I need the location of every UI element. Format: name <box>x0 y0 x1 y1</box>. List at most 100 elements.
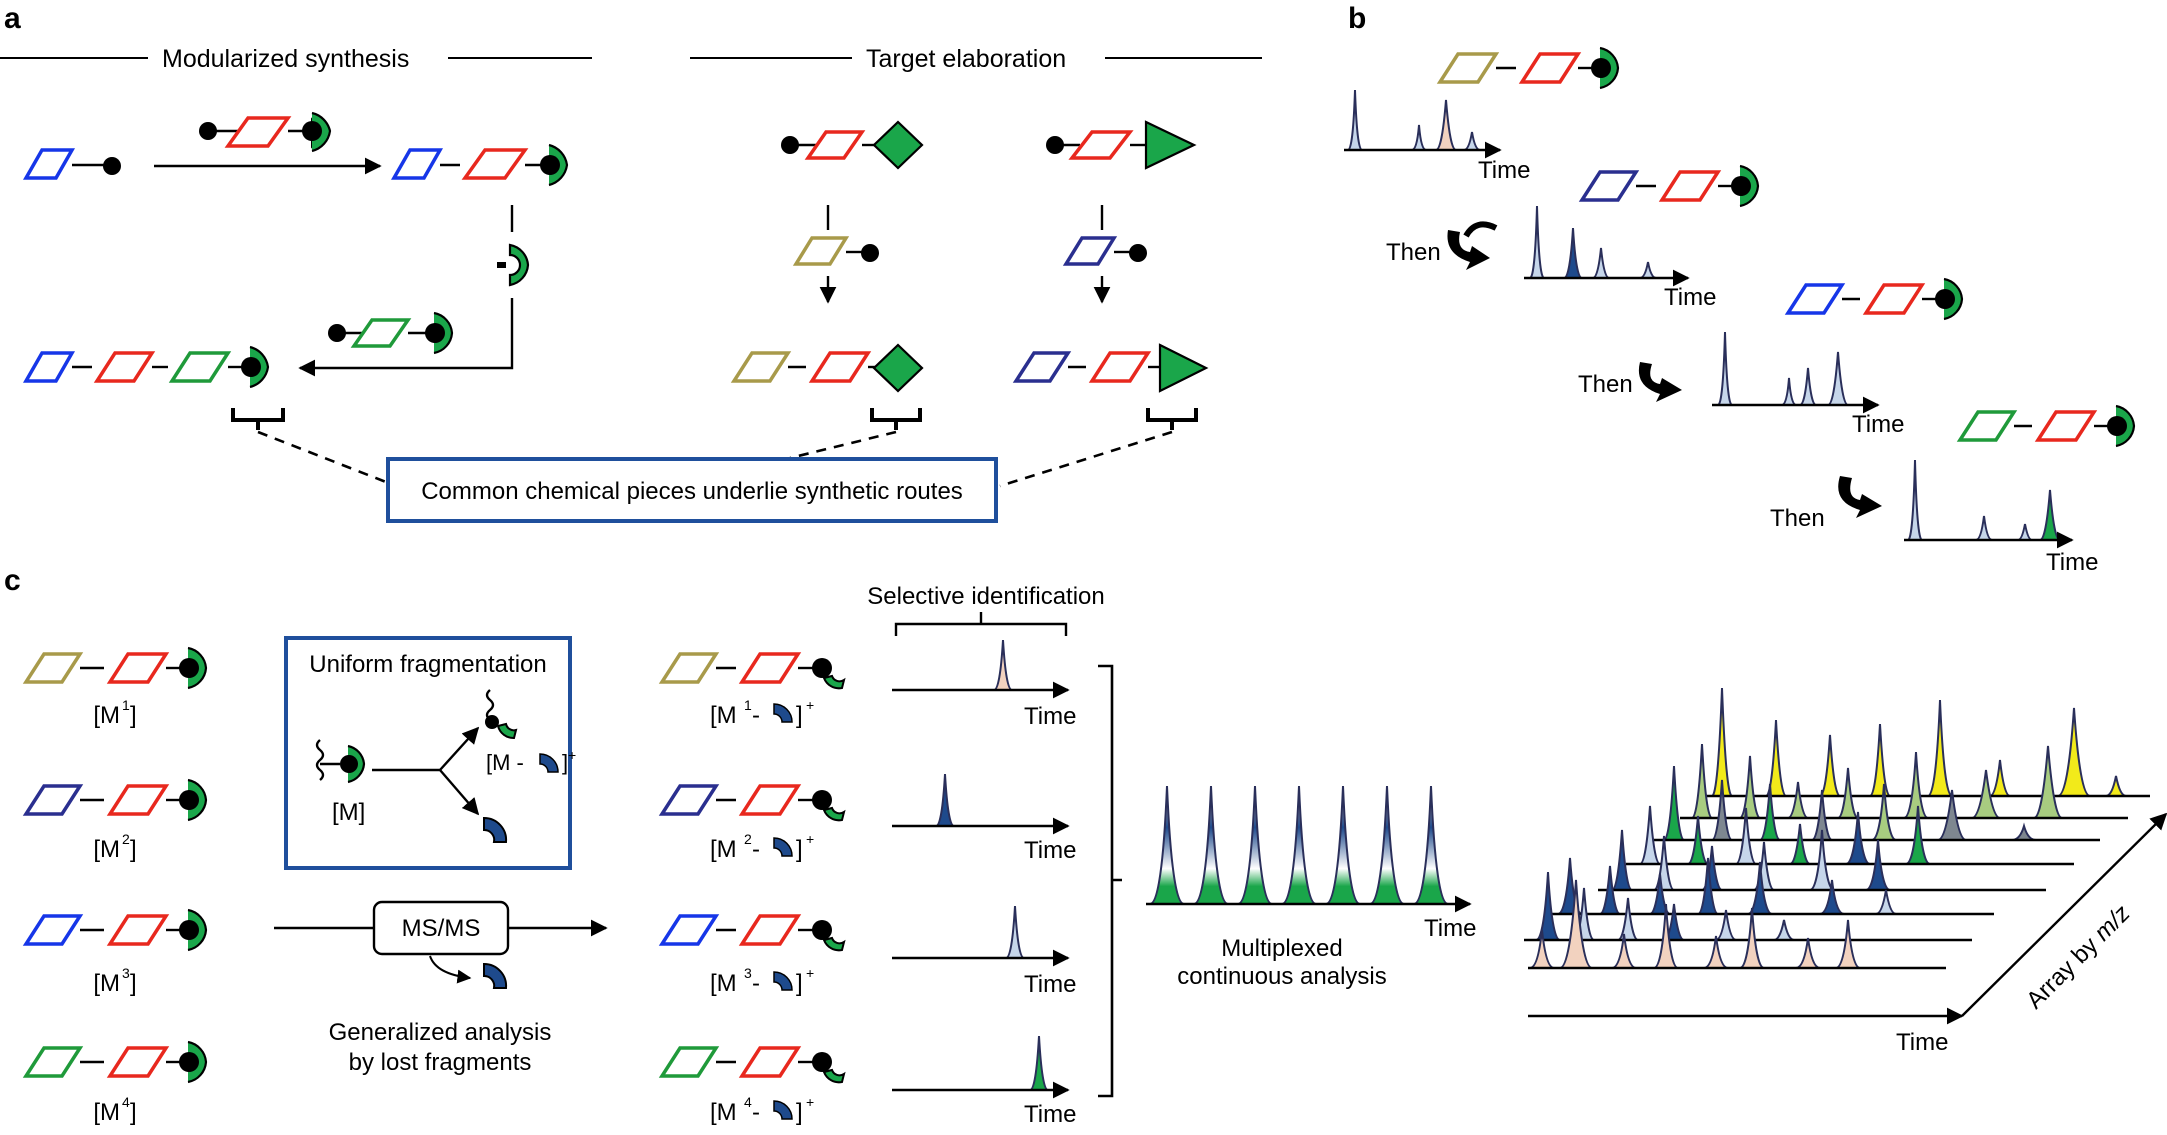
bracket-product-3 <box>1146 408 1198 430</box>
common-pieces-text: Common chemical pieces underlie syntheti… <box>421 478 963 505</box>
generalized-line2: by lost fragments <box>349 1049 532 1076</box>
stacked-chromatograms: Time Array by m/z <box>1524 687 2167 1056</box>
species-2-prefix: [M <box>93 836 120 863</box>
panel-b-stage-3: Time <box>1712 277 1964 438</box>
header-target-text: Target elaboration <box>866 45 1066 73</box>
fragment-3-mid: - <box>752 970 760 997</box>
stage3-molecule <box>1784 277 1964 321</box>
fragment-2-mid: - <box>752 836 760 863</box>
fragment-3-prefix: [M <box>710 970 737 997</box>
fragment-4-sup: 4 <box>744 1094 752 1110</box>
multiplexed-line2: continuous analysis <box>1177 963 1386 990</box>
blue-red-green-product <box>22 345 270 389</box>
stage1-time: Time <box>1478 157 1530 184</box>
uniform-mfrag: [M - <box>486 750 524 775</box>
selective-bracket <box>894 612 1068 636</box>
trace-3-time: Time <box>1024 971 1076 998</box>
fragment-2-prefix: [M <box>710 836 737 863</box>
header-modularized-text: Modularized synthesis <box>162 45 409 73</box>
diamond-reagent <box>781 120 924 170</box>
fragment-4-charge: + <box>806 1094 814 1110</box>
species-3-sup: 3 <box>122 965 130 981</box>
fragment-4-suffix: ] <box>796 1099 803 1126</box>
c-molecule-1: [M 1 ] <box>22 646 208 729</box>
trace-1-time: Time <box>1024 703 1076 730</box>
panel-b-stage-4: Time <box>1904 404 2136 576</box>
msms-box <box>372 900 510 956</box>
common-pieces-box <box>386 457 998 523</box>
species-2-sup: 2 <box>122 831 130 847</box>
red-reagent <box>199 111 332 153</box>
array-axis-label: Array by m/z <box>2021 900 2135 1014</box>
species-1-prefix: [M <box>93 702 120 729</box>
stage1-molecule <box>1436 46 1620 90</box>
species-4-sup: 4 <box>122 1094 130 1110</box>
c-fragment-4: [M 4 - ] + <box>658 1046 846 1126</box>
trace-1: Time <box>892 639 1076 730</box>
header-modularized: Modularized synthesis <box>0 45 592 73</box>
dash-3 <box>999 430 1173 488</box>
species-3-prefix: [M <box>93 970 120 997</box>
stage2-chromatogram: Time <box>1524 205 1716 311</box>
fragment-2-suffix: ] <box>796 836 803 863</box>
c-fragment-1: [M 1 - ] + <box>658 652 846 729</box>
header-target: Target elaboration <box>690 45 1262 73</box>
then-label-3: Then <box>1770 505 1825 532</box>
generalized-line1: Generalized analysis <box>329 1019 552 1046</box>
fragment-1-sup: 1 <box>744 697 752 713</box>
then-arrow-2 <box>1638 362 1682 402</box>
c-molecule-3: [M 3 ] <box>22 908 208 997</box>
green-reagent <box>328 311 454 355</box>
species-4-prefix: [M <box>93 1099 120 1126</box>
stack-row-6 <box>1680 743 2128 820</box>
stack-row-2 <box>1546 857 1994 916</box>
species-1-suffix: ] <box>130 702 137 729</box>
blue-building-block <box>22 148 121 180</box>
uniform-fragmentation-box: Uniform fragmentation [M] [M - ] + <box>284 636 576 870</box>
trace-4-time: Time <box>1024 1101 1076 1128</box>
stage4-molecule <box>1956 404 2136 448</box>
fragment-2-charge: + <box>806 831 814 847</box>
tan-red-diamond-product <box>730 343 924 393</box>
trace-2-time: Time <box>1024 837 1076 864</box>
triangle-reagent <box>1046 120 1197 170</box>
stage3-chromatogram: Time <box>1712 331 1904 438</box>
fragment-1-suffix: ] <box>796 702 803 729</box>
multiplexed-chromatogram: Time <box>1146 785 1476 942</box>
species-1-sup: 1 <box>122 697 130 713</box>
panel-label-b: b <box>1348 2 1366 35</box>
stack-row-4 <box>1626 805 2074 866</box>
uniform-title: Uniform fragmentation <box>309 651 546 678</box>
stack-row-0 <box>1528 879 1946 970</box>
c-molecule-2: [M 2 ] <box>22 778 208 863</box>
stage4-chromatogram: Time <box>1904 459 2098 576</box>
uniform-mfrag-bracket: ] <box>562 750 568 775</box>
cleaved-cap <box>497 243 530 287</box>
then-label-2: Then <box>1578 371 1633 398</box>
stack-row-5 <box>1652 765 2100 842</box>
then-arrow-1-head <box>1447 230 1490 270</box>
panel-label-c: c <box>4 564 21 597</box>
panel-b-stage-2: Time <box>1524 164 1760 311</box>
c-molecule-4: [M 4 ] <box>22 1040 208 1126</box>
uniform-m: [M] <box>332 799 365 826</box>
stage1-chromatogram: Time <box>1344 89 1530 184</box>
svg-text:Array by m/z: Array by m/z <box>2021 900 2135 1014</box>
stage3-time: Time <box>1852 411 1904 438</box>
msms-label: MS/MS <box>402 915 481 942</box>
stage2-molecule <box>1578 164 1760 208</box>
c-fragment-2: [M 2 - ] + <box>658 784 846 863</box>
blue-red-product <box>390 143 569 187</box>
stack-row-1 <box>1524 871 1972 942</box>
bracket-product-1 <box>231 408 285 430</box>
panel-label-a: a <box>4 2 21 35</box>
fragment-1-prefix: [M <box>710 702 737 729</box>
navy-red-triangle-product <box>1012 343 1209 393</box>
fragment-4-mid: - <box>752 1099 760 1126</box>
fragment-3-sup: 3 <box>744 965 752 981</box>
bracket-product-2 <box>870 408 922 430</box>
panel-b-stage-1: Time <box>1344 46 1620 184</box>
selective-label: Selective identification <box>867 583 1104 610</box>
stack-mz-axis <box>1961 812 2167 1017</box>
